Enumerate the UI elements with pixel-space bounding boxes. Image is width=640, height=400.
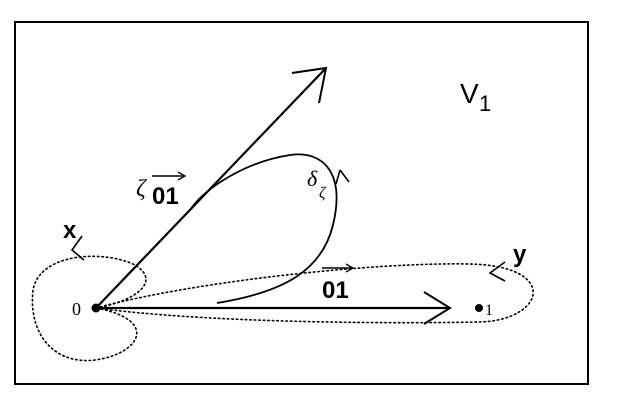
vector-01-overarrow-head bbox=[345, 263, 355, 273]
vector-zeta-01-arrowhead bbox=[291, 66, 328, 104]
loop-x-path bbox=[31, 255, 147, 362]
vector-zeta-01-label: 01 bbox=[152, 183, 179, 210]
loop-y-arrowhead bbox=[488, 261, 506, 282]
region-subscript: 1 bbox=[479, 91, 491, 116]
delta-zeta-arrowhead bbox=[335, 169, 350, 185]
delta-subscript: ζ bbox=[319, 185, 327, 202]
loop-y-label: y bbox=[513, 241, 527, 268]
loop-x-label: x bbox=[63, 217, 77, 244]
zeta-symbol: ζ bbox=[136, 176, 148, 202]
point-one-label: 1 bbox=[485, 302, 493, 319]
point-zero-label: 0 bbox=[72, 299, 81, 319]
loop-x-arrowhead bbox=[70, 235, 85, 261]
loop-y-path bbox=[95, 263, 534, 324]
point-one-dot bbox=[475, 304, 483, 312]
frame-border bbox=[14, 21, 589, 385]
vector-01-arrowhead bbox=[423, 291, 452, 325]
delta-zeta-arc bbox=[189, 153, 338, 304]
vector-01-label: 01 bbox=[322, 277, 349, 304]
region-label: V bbox=[460, 78, 479, 109]
vector-zeta-01-overarrow-head bbox=[177, 171, 187, 181]
point-zero-dot bbox=[91, 303, 101, 313]
delta-label: δ bbox=[307, 166, 318, 191]
